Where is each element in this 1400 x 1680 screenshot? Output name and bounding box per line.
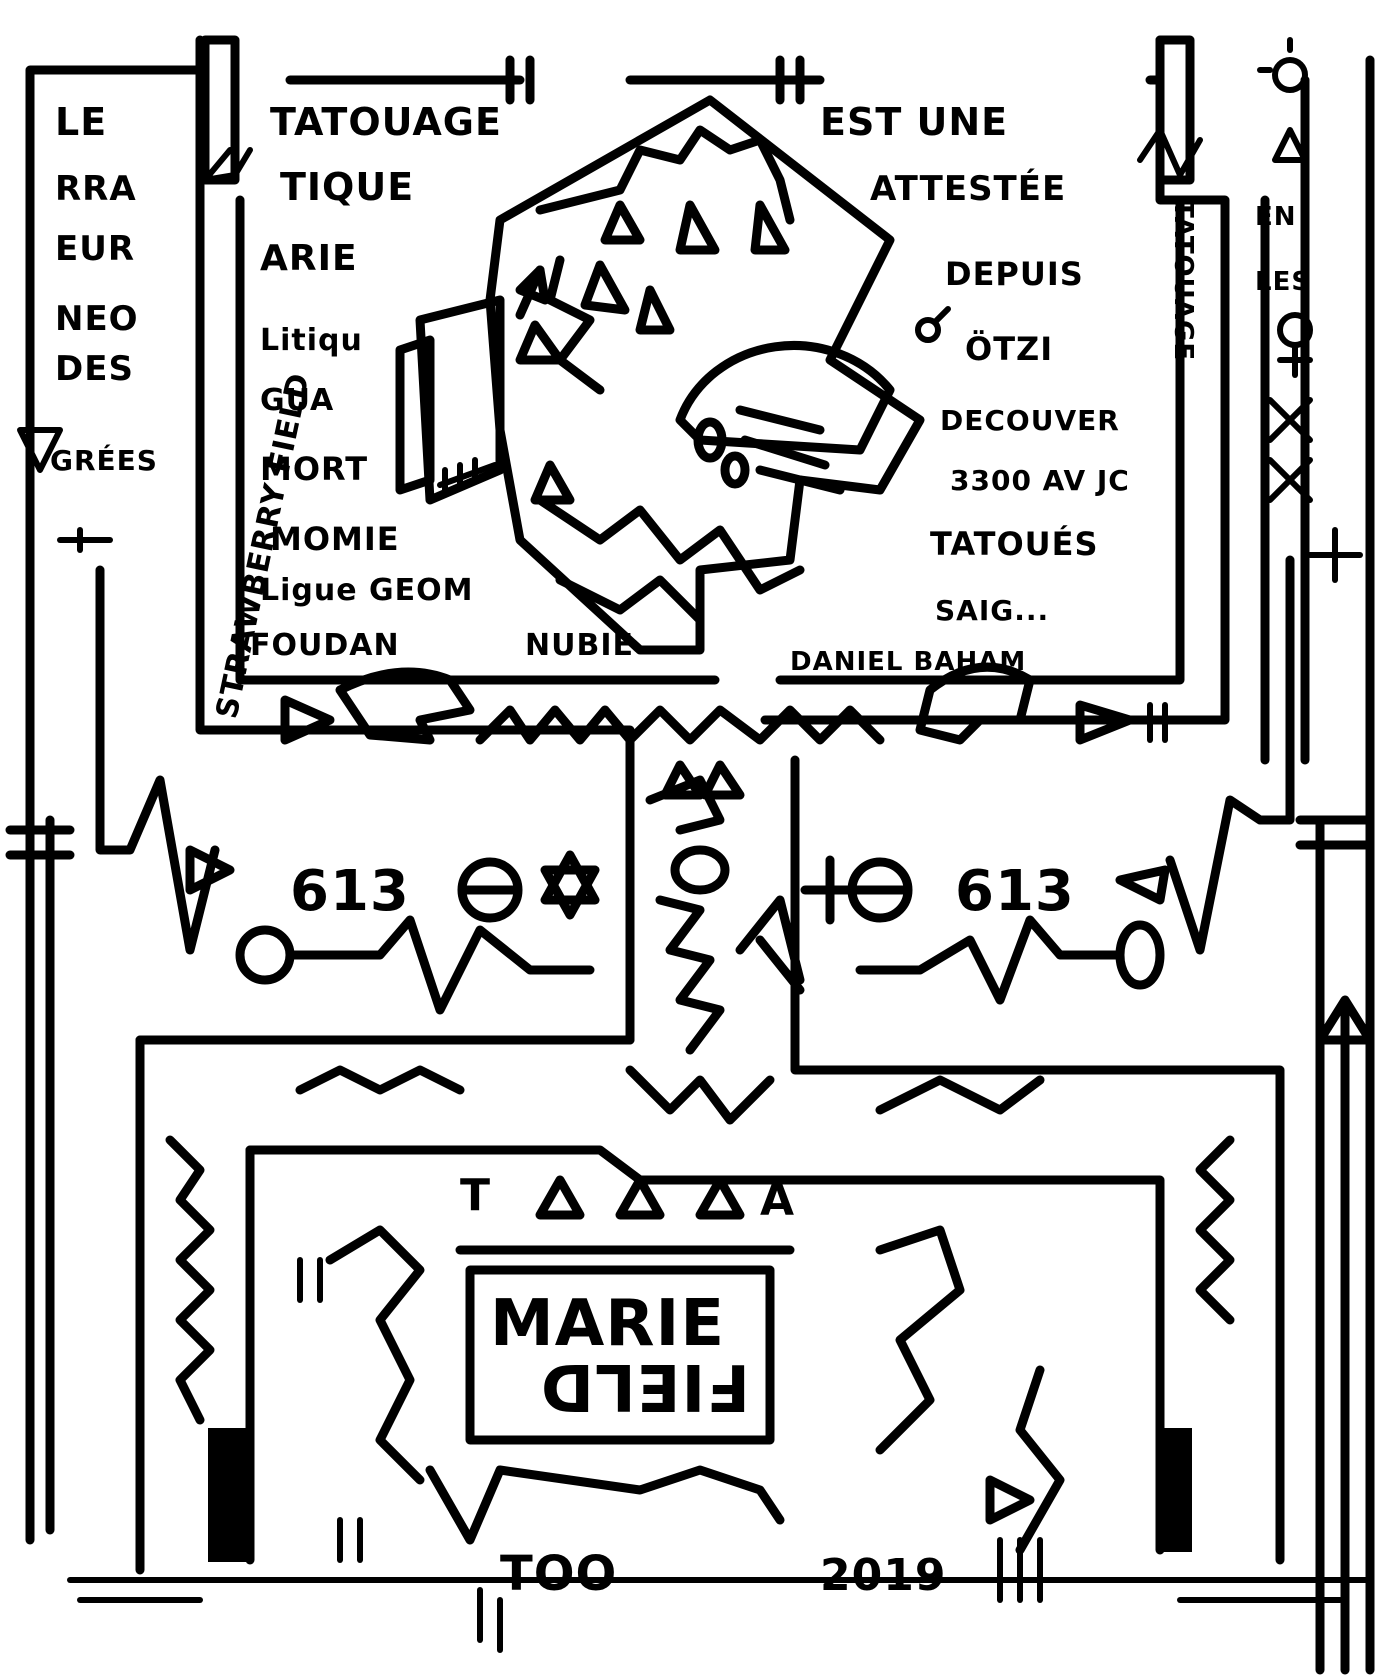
vertical-text-right: TATOUAGE: [1168, 200, 1198, 361]
left-list-6: Ligue GEOM: [260, 573, 474, 608]
dark-pillar-right: [1158, 1428, 1192, 1552]
left-column-line-3: EUR: [55, 229, 135, 269]
right-list-5: TATOUÉS: [930, 525, 1099, 563]
left-column-line-6: GRÉES: [50, 443, 158, 477]
right-list-1: DEPUIS: [945, 255, 1084, 293]
symbols-top-right: [17, 37, 1363, 583]
left-list-3: GUA: [260, 383, 334, 418]
name-plate: [465, 1265, 775, 1445]
right-list-6: SAIG...: [935, 594, 1049, 627]
open-book-shape: [395, 295, 505, 505]
nubie-label: NUBIE: [525, 628, 634, 663]
left-list-2: Litiqu: [260, 323, 363, 358]
far-right-column-1: EN: [1255, 202, 1297, 232]
triangle-icon: [535, 1175, 585, 1220]
triangle-icon: [17, 427, 63, 473]
left-number-613: 613: [290, 859, 410, 924]
right-number-613: 613: [955, 859, 1075, 924]
name-marie: MARIE: [490, 1287, 725, 1361]
year-2019: 2019: [820, 1550, 946, 1601]
dark-pillar-left: [208, 1428, 252, 1562]
left-column-line-5: DES: [55, 349, 134, 389]
triangle-icon: [615, 1175, 665, 1220]
left-hand-shape: [335, 667, 475, 745]
right-list-2: ÖTZI: [965, 330, 1053, 368]
right-list-3: DECOUVER: [940, 404, 1120, 437]
far-right-column-2: LES: [1255, 267, 1311, 297]
name-field-inverted: FIELD: [540, 1349, 750, 1423]
left-list-1: ARIE: [260, 238, 358, 279]
headline-right-2: ATTESTÉE: [870, 168, 1066, 209]
left-list-7: FOUDAN: [250, 628, 400, 663]
triangle-icon: [1075, 700, 1135, 745]
left-list-4: MORT: [260, 450, 368, 488]
left-column-line-4: NEO: [55, 299, 139, 339]
headline-left-1: TATOUAGE: [270, 100, 502, 144]
zigzag-teeth-top: [475, 705, 885, 745]
right-hand-shape: [915, 662, 1035, 745]
right-list-7: DANIEL BAHAM: [790, 647, 1026, 677]
triangle-icon: [1272, 127, 1308, 163]
bottom-initial-a: A: [760, 1175, 795, 1226]
headline-left-2: TIQUE: [280, 165, 414, 209]
top-panel-bottom-decor: [280, 695, 1168, 745]
signature-too: TOO: [500, 1546, 617, 1602]
bottom-panel: T A MARIE FIELD TOO 2019: [67, 1035, 1373, 1653]
star-icon: [540, 850, 600, 905]
triangle-icon: [985, 1475, 1035, 1525]
sun-icon: [1272, 57, 1308, 93]
mars-icon: [915, 317, 941, 343]
left-column-line-2: RRA: [55, 169, 137, 209]
middle-section: 613 613: [5, 555, 1375, 1575]
bottom-initial-t: T: [460, 1170, 491, 1221]
head-figure: [485, 95, 925, 655]
left-list-5: MOMIE: [270, 520, 400, 558]
triangle-icon: [695, 1175, 745, 1220]
triangle-icon: [280, 695, 335, 745]
right-list-4: 3300 AV JC: [950, 464, 1130, 497]
outer-frame-lines: [25, 55, 1375, 1675]
left-column-line-1: LE: [55, 100, 107, 144]
headline-right-1: EST UNE: [820, 100, 1008, 144]
